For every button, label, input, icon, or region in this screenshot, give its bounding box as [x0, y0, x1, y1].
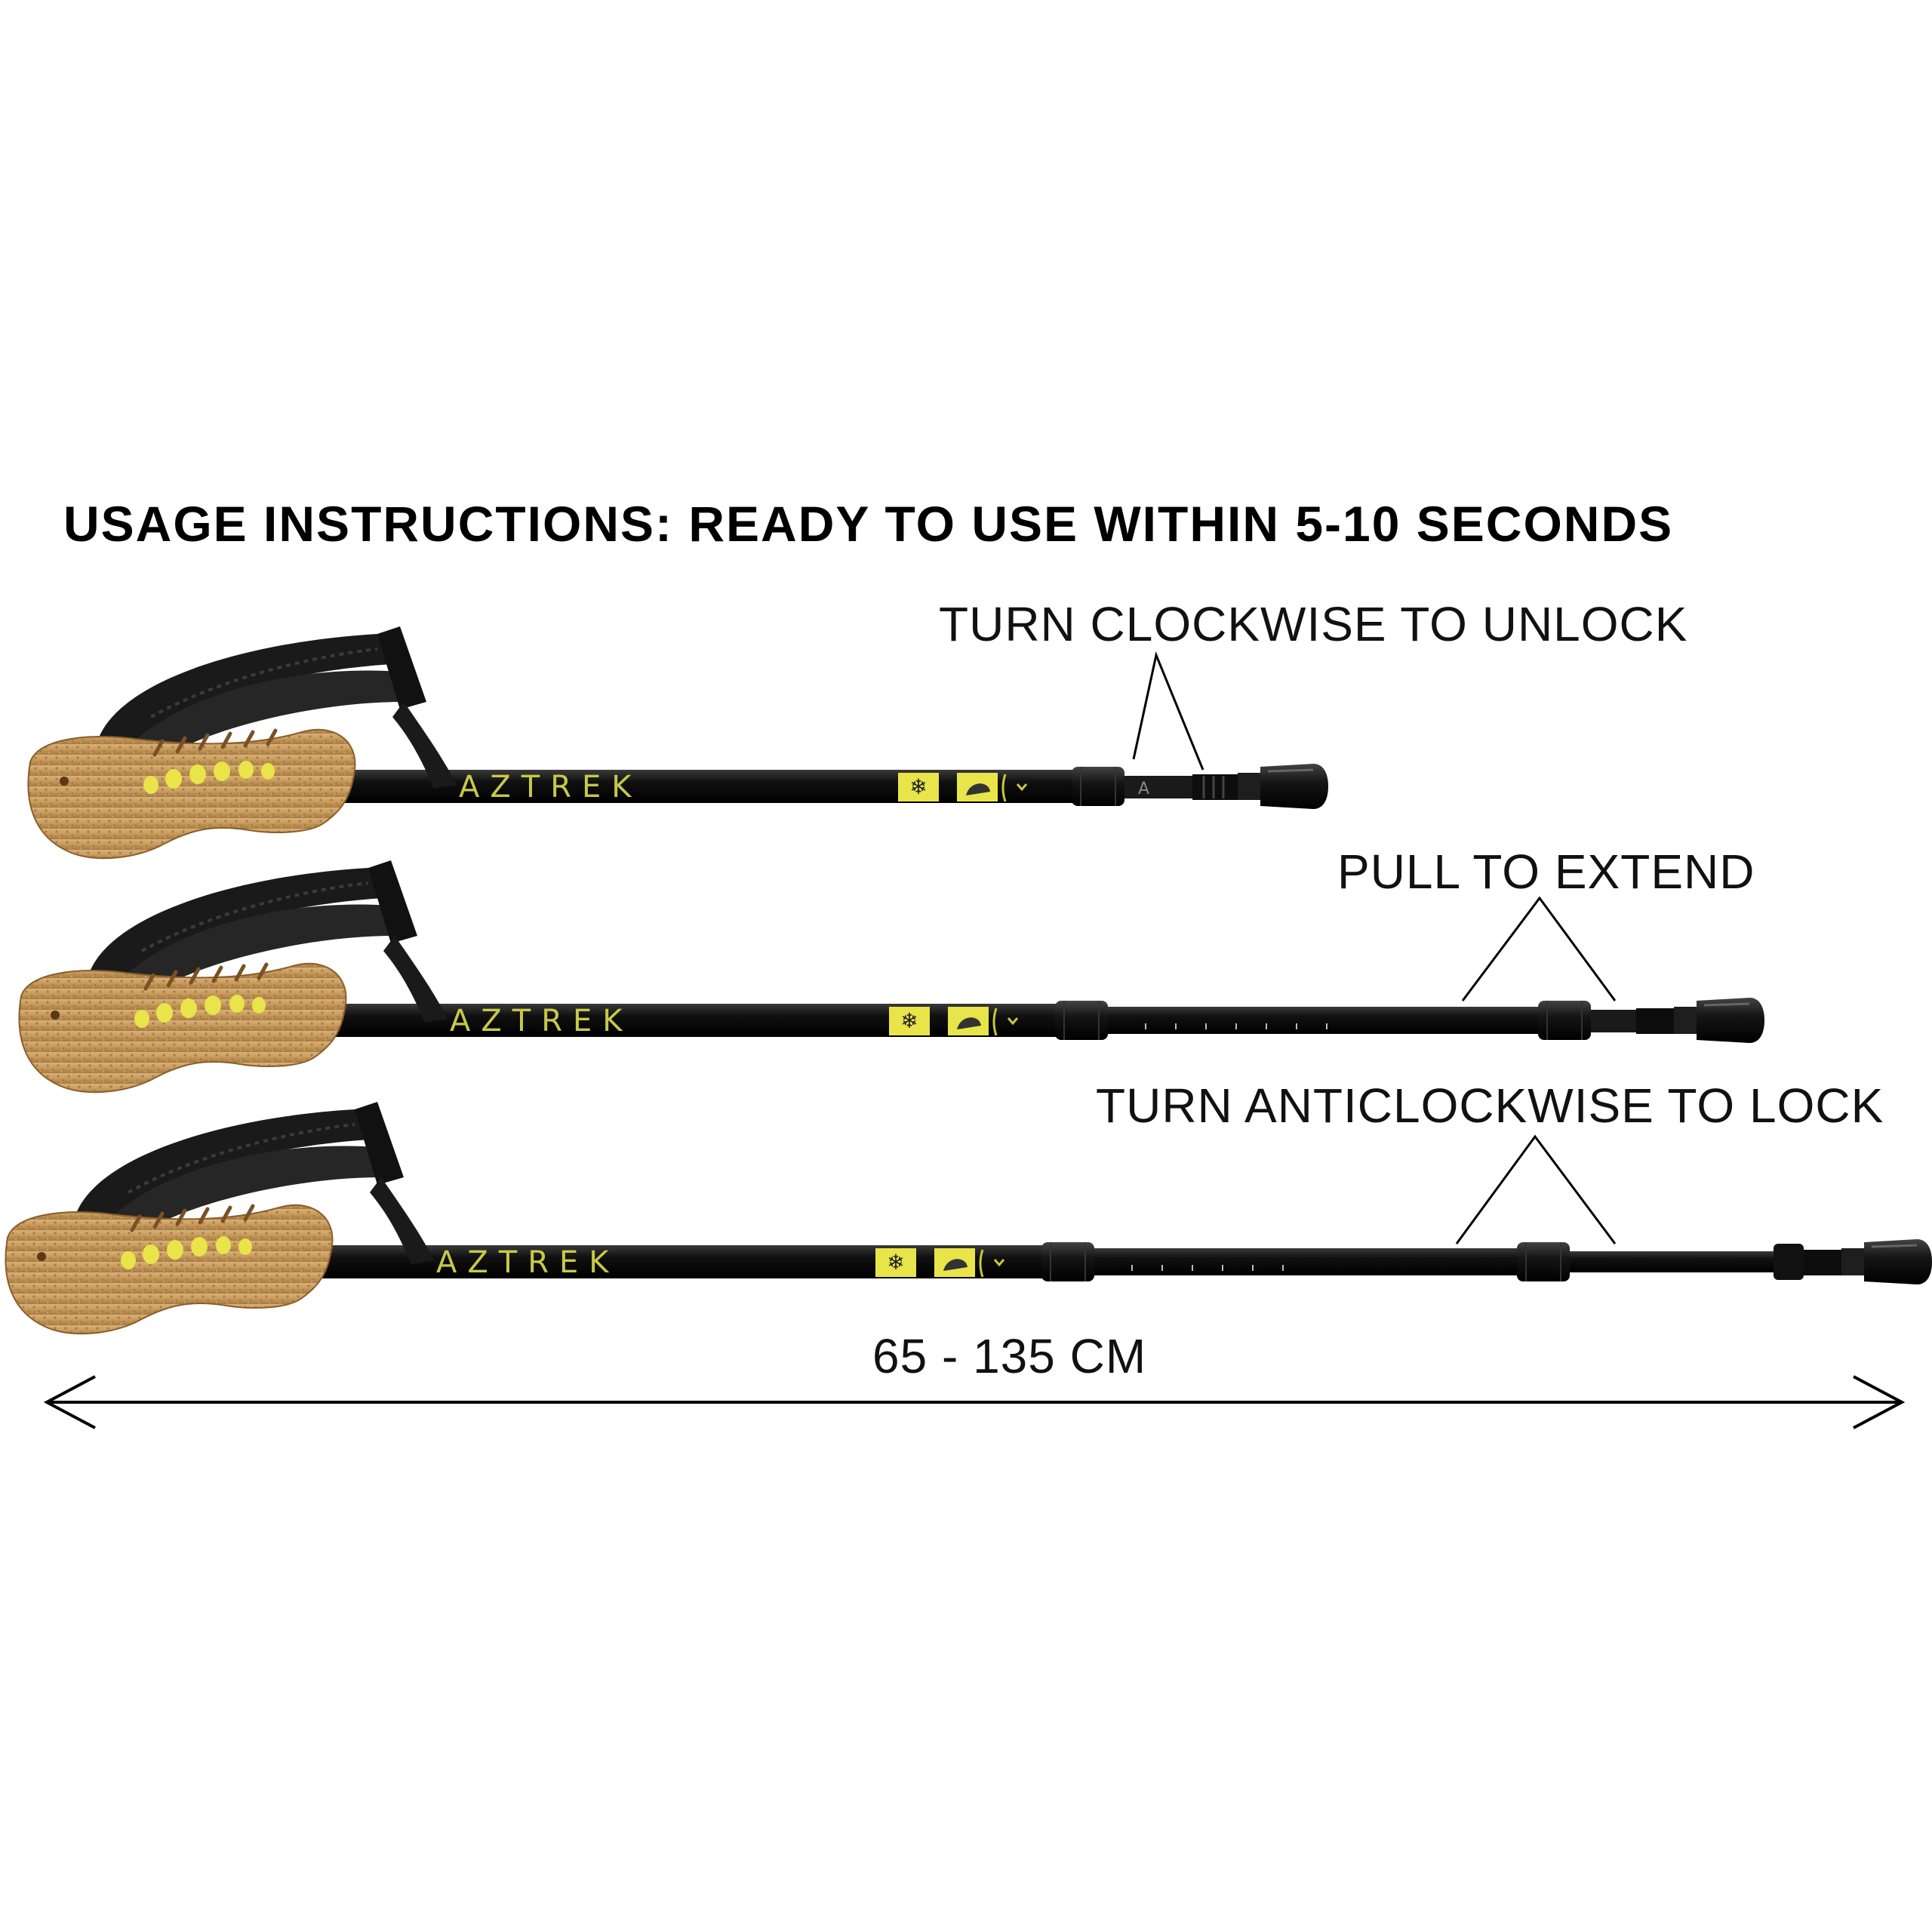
page-title: USAGE INSTRUCTIONS: READY TO USE WITHIN … — [63, 496, 1674, 552]
pole-extended: AZTREK — [5, 1102, 1932, 1334]
brand-text: AZTREK — [450, 1004, 633, 1038]
svg-text:A: A — [1138, 780, 1149, 798]
pole-collapsed: AZTREK A — [28, 626, 1330, 858]
length-range-label: 65 - 135 CM — [872, 1329, 1147, 1383]
callout-lines — [1132, 651, 1617, 1244]
unlock-callout: TURN CLOCKWISE TO UNLOCK — [939, 597, 1688, 651]
length-arrow — [43, 1375, 1906, 1429]
brand-text: AZTREK — [436, 1245, 620, 1280]
brand-text: AZTREK — [459, 770, 642, 804]
extend-callout: PULL TO EXTEND — [1337, 844, 1755, 899]
lock-callout: TURN ANTICLOCKWISE TO LOCK — [1096, 1078, 1884, 1133]
pole-extending: AZTREK — [19, 860, 1766, 1092]
